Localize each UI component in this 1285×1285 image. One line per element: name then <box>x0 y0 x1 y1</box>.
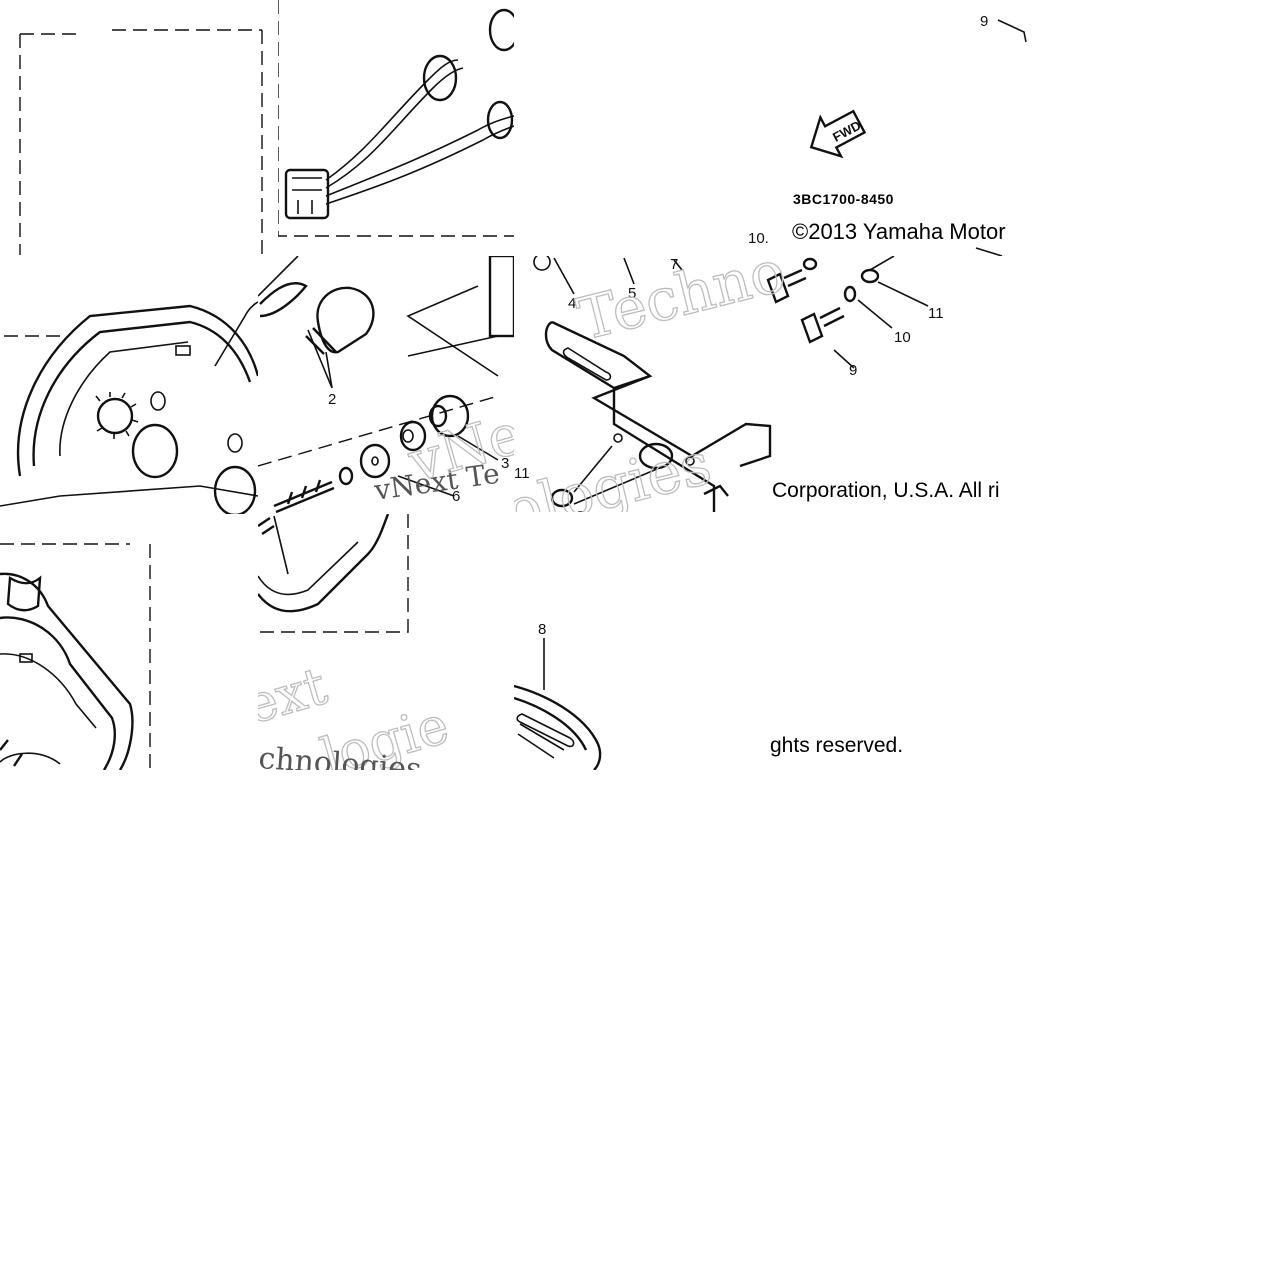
fwd-arrow-drawing: FWD 9 10. <box>748 13 1027 256</box>
wiring-harness-drawing <box>278 0 514 237</box>
fwd-arrow-icon: FWD <box>809 109 867 159</box>
tile-tail-light-housing <box>0 256 258 514</box>
svg-text:11: 11 <box>514 465 530 482</box>
bolt-a <box>766 268 807 304</box>
lens-drawing: ext logie chnologies <box>258 514 456 770</box>
part-code: 3BC1700-8450 <box>793 191 894 207</box>
svg-text:7: 7 <box>670 256 678 273</box>
tile-bulb-grommet: 2 3 6 vNext Te vNe <box>258 256 514 514</box>
svg-text:6: 6 <box>452 488 460 505</box>
tail-bracket-drawing: 8 <box>514 621 602 770</box>
svg-text:10: 10 <box>894 329 911 346</box>
copyright-line-1: ©2013 Yamaha Motor <box>792 219 1006 244</box>
tile-bracket-bolts: 4 5 7 11 <box>514 256 1028 512</box>
svg-text:9: 9 <box>980 13 988 30</box>
connector-plug <box>284 168 330 220</box>
bulb-socket-b <box>488 8 514 52</box>
hex-nut <box>860 268 880 284</box>
tile-wiring-harness <box>278 0 514 240</box>
copyright-line-3: ghts reserved. <box>770 734 904 757</box>
dashed-frame-drawing <box>0 29 263 288</box>
bulb-grommet-drawing: 2 3 6 vNext Te vNe <box>258 256 514 514</box>
tile-rights: ghts reserved. <box>770 512 1028 770</box>
tile-lower-left <box>0 514 258 770</box>
tile-top-right: FWD 9 10. 3BC1700-8450 ©2013 Yamaha Moto… <box>514 0 1028 256</box>
svg-text:3: 3 <box>501 455 509 472</box>
tile-lens-watermark: ext logie chnologies <box>258 514 514 770</box>
nut <box>550 488 574 508</box>
svg-text:ext: ext <box>258 656 334 736</box>
copyright-line-2: Corporation, U.S.A. All ri <box>772 479 1000 502</box>
svg-text:9: 9 <box>849 362 857 379</box>
bulb-icon <box>305 286 375 355</box>
tail-light-housing-drawing <box>0 301 258 514</box>
bracket-drawing: 4 5 7 11 <box>514 256 944 512</box>
washer <box>359 443 391 479</box>
bulb-socket-a <box>422 54 458 102</box>
lower-housing-drawing <box>0 543 151 770</box>
gear-socket-icon <box>95 392 139 439</box>
collar-small <box>399 420 427 452</box>
bolt-b <box>800 306 845 344</box>
svg-text:8: 8 <box>538 621 546 638</box>
tile-top-left <box>0 0 278 292</box>
bulb-socket-c <box>486 100 514 140</box>
svg-text:Techno: Techno <box>571 256 792 354</box>
svg-text:4: 4 <box>568 295 576 312</box>
svg-text:2: 2 <box>328 391 336 408</box>
tile-tail-bracket: 8 <box>514 514 770 770</box>
mounting-bracket <box>544 320 772 512</box>
svg-text:10.: 10. <box>748 230 769 247</box>
lock-washer <box>843 285 857 303</box>
svg-text:5: 5 <box>628 285 636 302</box>
svg-text:ologies: ologies <box>562 506 650 512</box>
svg-text:11: 11 <box>928 305 944 322</box>
